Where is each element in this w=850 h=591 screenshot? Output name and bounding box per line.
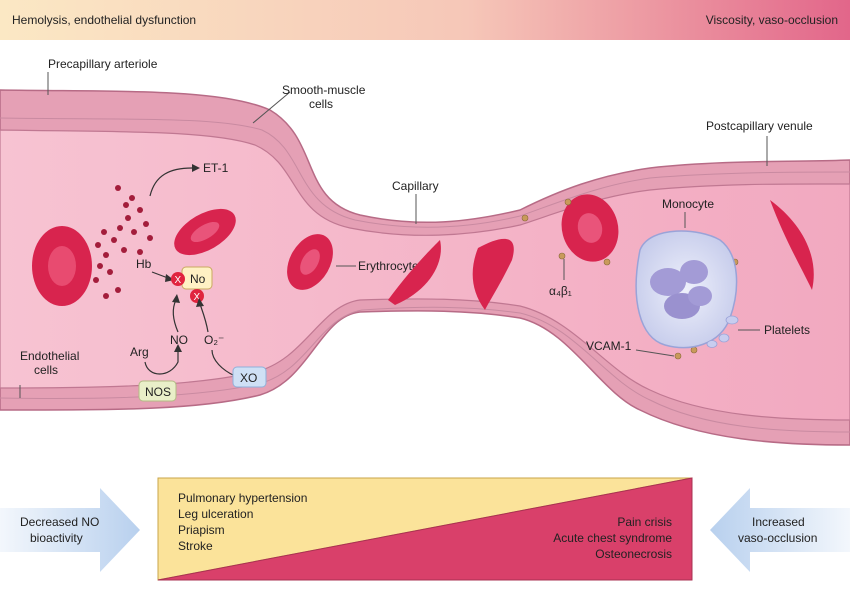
arg-to-no-arrow — [144, 350, 179, 375]
label-platelets: Platelets — [764, 323, 810, 337]
et1-arrow — [149, 167, 193, 197]
label-vcam1: VCAM-1 — [586, 339, 632, 353]
label-capillary: Capillary — [392, 179, 439, 193]
left-list-item-1: Pulmonary hypertension — [178, 491, 307, 505]
label-o2: O₂⁻ — [204, 333, 224, 347]
label-arg: Arg — [130, 345, 149, 359]
leader-smooth-muscle — [252, 91, 291, 124]
label-et1: ET-1 — [203, 161, 229, 175]
label-nos: NOS — [145, 385, 171, 399]
xo-to-o2-arrow — [211, 349, 236, 377]
label-alpha4beta1: α₄β₁ — [549, 284, 572, 298]
o2-arrowhead — [196, 298, 204, 307]
viscosity-triangle — [157, 477, 693, 581]
label-smooth-muscle-cells: cells — [309, 97, 333, 111]
sickle-cell-3 — [770, 200, 814, 290]
label-postcapillary-venule: Postcapillary venule — [706, 119, 813, 133]
increased-vaso-occlusion-arrow — [710, 488, 850, 572]
header-right-label: Viscosity, vaso-occlusion — [706, 13, 838, 27]
header-band — [0, 0, 850, 40]
hemoglobin-dots — [93, 185, 153, 299]
inhibition-x-left: X — [171, 272, 185, 286]
endothelium-top-line — [0, 117, 850, 228]
platelets — [706, 315, 739, 348]
left-list-item-2: Leg ulceration — [178, 507, 253, 521]
arg-arrowhead — [174, 344, 182, 352]
label-no-box: No — [190, 272, 206, 286]
label-erythrocyte: Erythrocyte — [358, 259, 419, 273]
label-smooth-muscle: Smooth-muscle — [282, 83, 366, 97]
label-hb: Hb — [136, 257, 152, 271]
svg-text:X: X — [175, 275, 182, 286]
xo-box — [232, 366, 267, 388]
sickle-cell-2 — [472, 238, 514, 310]
label-increased: Increased — [752, 515, 805, 529]
header-left-label: Hemolysis, endothelial dysfunction — [12, 13, 196, 27]
label-no: NO — [170, 333, 188, 347]
leader-vcam1 — [635, 349, 675, 357]
sickle-cell-1 — [388, 240, 441, 305]
right-list-item-1: Pain crisis — [617, 515, 672, 529]
erythrocyte-center — [287, 234, 333, 290]
et1-arrowhead — [192, 164, 200, 172]
erythrocyte-top — [174, 208, 236, 256]
right-list-item-3: Osteonecrosis — [595, 547, 672, 561]
label-endothelial: Endothelial — [20, 349, 79, 363]
left-list-item-4: Stroke — [178, 539, 213, 553]
inhibition-x-bottom: X — [190, 289, 204, 303]
hb-arrow — [151, 271, 169, 279]
erythrocyte-right — [561, 194, 619, 262]
right-list-item-2: Acute chest syndrome — [553, 531, 672, 545]
label-vaso-occlusion: vaso-occlusion — [738, 531, 817, 545]
monocyte — [635, 230, 738, 349]
decreased-no-arrow — [0, 488, 140, 572]
label-monocyte: Monocyte — [662, 197, 714, 211]
no-arrowhead — [172, 294, 180, 303]
svg-text:X: X — [194, 292, 201, 303]
label-bioactivity: bioactivity — [30, 531, 83, 545]
left-list-item-3: Priapism — [178, 523, 225, 537]
label-endothelial-cells: cells — [34, 363, 58, 377]
label-decreased-no: Decreased NO — [20, 515, 99, 529]
endothelium-bottom-line — [0, 306, 850, 433]
label-precapillary-arteriole: Precapillary arteriole — [48, 57, 158, 71]
label-xo: XO — [240, 371, 257, 385]
hemolyzing-erythrocyte — [32, 226, 92, 306]
nos-box — [138, 380, 177, 402]
